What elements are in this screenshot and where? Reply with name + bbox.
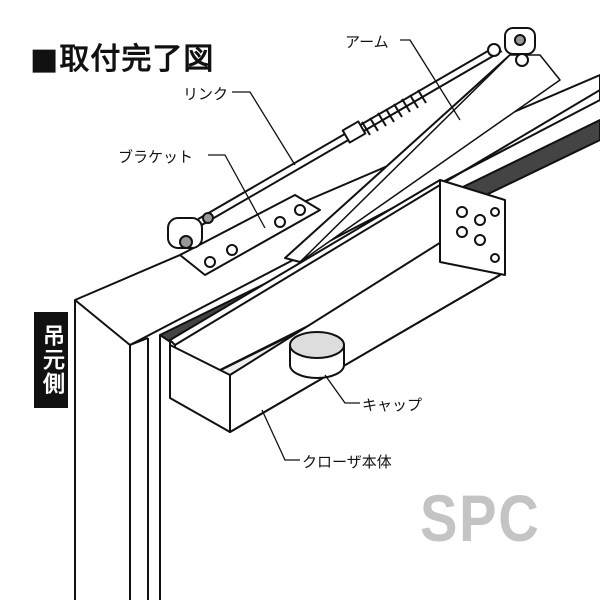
- label-closer-body: クローザ本体: [302, 453, 392, 471]
- closer-body: [169, 179, 506, 433]
- label-cap: キャップ: [362, 396, 423, 414]
- cap: [289, 331, 345, 379]
- leader-lines: [208, 39, 461, 461]
- link: [197, 43, 503, 226]
- bracket: [167, 194, 321, 276]
- label-bracket: ブラケット: [118, 148, 194, 166]
- label-hinge-side: 吊元側: [34, 312, 68, 408]
- label-link: リンク: [183, 85, 229, 103]
- page-title: ■取付完了図: [30, 42, 215, 77]
- watermark-logo: SPC: [420, 481, 541, 555]
- label-arm: アーム: [345, 33, 389, 51]
- arm: [284, 27, 561, 263]
